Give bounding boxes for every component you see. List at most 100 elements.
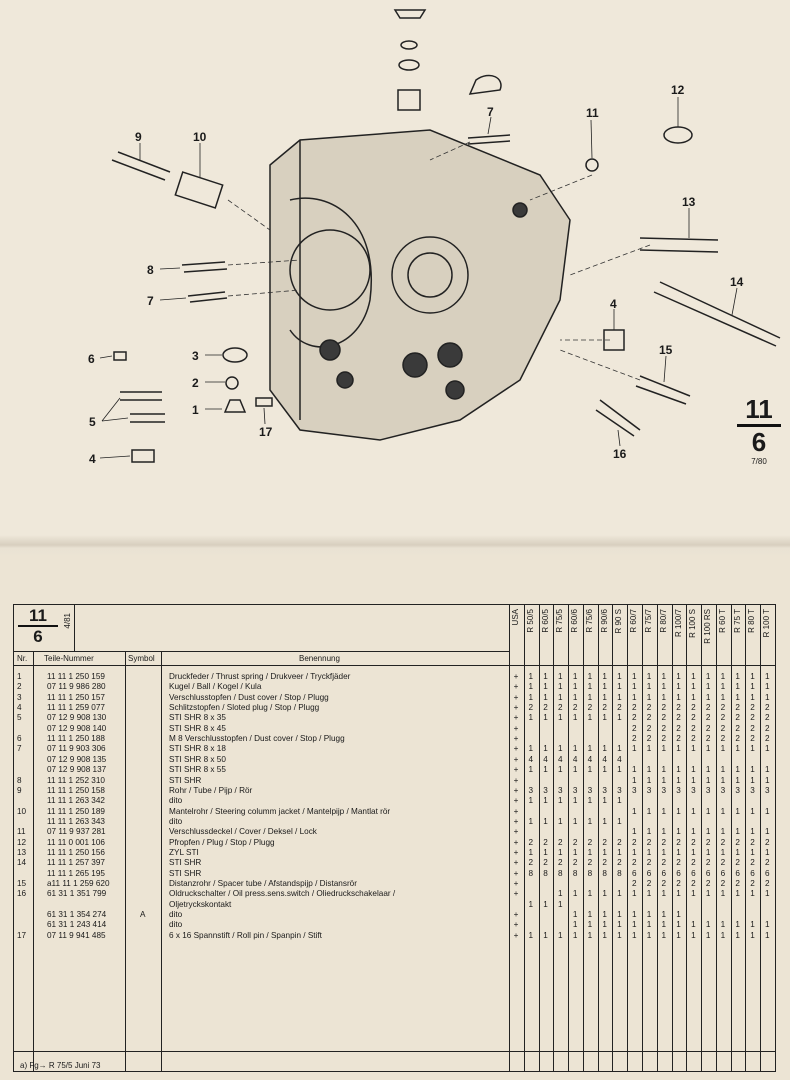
row-quantity: 3	[631, 785, 637, 795]
row-quantity: 1	[617, 692, 622, 702]
row-quantity: +	[513, 806, 519, 816]
row-quantity: 1	[528, 672, 534, 681]
row-quantity: 1	[602, 765, 607, 775]
row-quantity: 2	[720, 879, 726, 888]
row-name: Kugel / Ball / Kogel / Kula	[169, 682, 262, 692]
model-column-line	[582, 605, 584, 1071]
row-quantity: 1	[764, 672, 770, 681]
row-quantity: 1	[691, 827, 696, 837]
row-quantity: 1	[543, 682, 548, 692]
row-quantity: 2	[750, 713, 755, 723]
row-quantity: 1	[558, 889, 563, 899]
row-quantity: 1	[572, 682, 578, 692]
row-quantity: 1	[720, 672, 726, 681]
row-quantity: 1	[558, 692, 563, 702]
row-quantity: 2	[602, 858, 607, 868]
row-quantity: 1	[602, 796, 607, 806]
row-quantity: 1	[735, 744, 740, 754]
row-name: Distanzrohr / Spacer tube / Afstandspijp…	[169, 879, 357, 888]
row-quantity: 1	[735, 930, 740, 940]
row-quantity: 1	[691, 920, 696, 930]
row-quantity: 1	[587, 920, 593, 930]
row-quantity: 2	[602, 703, 607, 713]
row-quantity: 1	[617, 920, 622, 930]
row-quantity: 1	[617, 796, 622, 806]
row-quantity: 1	[543, 796, 548, 806]
row-part-number: 07 11 9 903 306	[47, 744, 106, 754]
table-ref-date: 4/81	[63, 613, 72, 629]
row-quantity: 1	[587, 672, 593, 681]
row-quantity: 2	[676, 734, 681, 744]
callout-15: 15	[659, 343, 673, 357]
row-quantity: 2	[572, 858, 578, 868]
callout-10: 10	[193, 130, 207, 144]
row-quantity: 1	[735, 672, 740, 681]
row-quantity: 1	[631, 765, 637, 775]
page-date: 7/80	[751, 457, 767, 466]
row-quantity: 2	[735, 703, 740, 713]
row-quantity: 2	[764, 879, 770, 888]
row-quantity: 2	[764, 734, 770, 744]
row-name: dito	[169, 910, 183, 920]
row-quantity: 3	[617, 785, 622, 795]
row-quantity: 1	[705, 806, 711, 816]
row-quantity: 1	[528, 816, 534, 826]
row-quantity: 2	[720, 734, 726, 744]
row-quantity: 1	[528, 796, 534, 806]
model-header: R 100 T	[762, 609, 772, 638]
row-quantity: 1	[646, 847, 652, 857]
row-quantity: 2	[764, 837, 770, 847]
row-name: dito	[169, 816, 183, 826]
row-quantity: 3	[720, 785, 726, 795]
row-nr: 15	[17, 879, 27, 888]
row-quantity: 1	[602, 692, 607, 702]
callout-1: 1	[192, 403, 199, 417]
row-quantity: 1	[631, 930, 637, 940]
row-quantity: 1	[705, 682, 711, 692]
row-name: Verschlussdeckel / Cover / Deksel / Lock	[169, 827, 317, 837]
model-column-line	[760, 605, 762, 1071]
row-part-number: 11 11 1 263 343	[47, 816, 105, 826]
row-part-number: 11 11 1 250 189	[47, 806, 105, 816]
row-quantity: 1	[676, 692, 681, 702]
model-column-line	[745, 605, 747, 1071]
row-quantity: 2	[543, 837, 548, 847]
row-nr: 2	[17, 682, 22, 692]
row-quantity: 3	[764, 785, 770, 795]
row-quantity: 1	[764, 920, 770, 930]
row-name: STI SHR 8 x 35	[169, 713, 226, 723]
row-name: STI SHR 8 x 50	[169, 754, 226, 764]
row-quantity: 1	[617, 847, 622, 857]
row-name: ZYL STI	[169, 847, 199, 857]
row-quantity: 2	[691, 723, 696, 733]
row-nr: 11	[17, 827, 26, 837]
row-quantity: 6	[631, 868, 637, 878]
row-quantity: 1	[558, 672, 563, 681]
row-quantity: 1	[735, 775, 740, 785]
row-quantity: 2	[705, 879, 711, 888]
row-quantity: 2	[558, 858, 563, 868]
row-quantity: 1	[764, 930, 770, 940]
model-header: R 60/5	[540, 609, 550, 633]
row-quantity: 1	[735, 692, 740, 702]
row-quantity: 1	[602, 744, 607, 754]
crankcase-drawing	[99, 9, 781, 463]
row-quantity: 1	[631, 847, 637, 857]
col-line-symbol	[161, 651, 162, 1071]
header-bottom-rule	[14, 665, 775, 666]
row-quantity: +	[513, 734, 519, 744]
row-quantity: 1	[720, 920, 726, 930]
row-quantity: 1	[558, 847, 563, 857]
row-quantity: 1	[617, 910, 622, 920]
row-quantity: 2	[676, 837, 681, 847]
row-quantity: +	[513, 858, 519, 868]
row-quantity: 1	[661, 847, 667, 857]
row-quantity: 2	[631, 734, 637, 744]
row-quantity: 1	[543, 672, 548, 681]
row-quantity: 1	[602, 930, 607, 940]
row-quantity: 1	[646, 827, 652, 837]
row-quantity: 1	[646, 806, 652, 816]
row-quantity: 2	[631, 703, 637, 713]
